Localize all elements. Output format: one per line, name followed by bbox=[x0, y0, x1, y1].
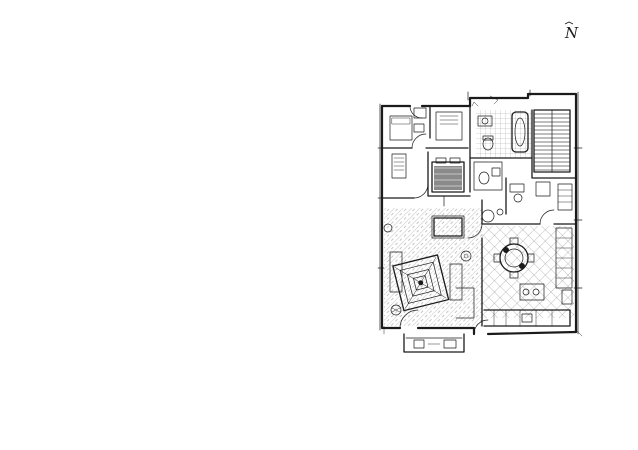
north-arrow-icon bbox=[564, 21, 574, 25]
floor-plan-sketch bbox=[377, 89, 583, 353]
floor-herringbone-living bbox=[384, 208, 482, 326]
dining-set bbox=[493, 237, 535, 279]
kitchen-counters bbox=[483, 227, 573, 327]
wc-center bbox=[473, 161, 504, 223]
entry-fixtures bbox=[391, 107, 427, 179]
bedroom-furniture bbox=[389, 111, 463, 141]
floor-tile-bath bbox=[476, 110, 532, 158]
interior-walls bbox=[381, 105, 577, 327]
living-furniture bbox=[383, 215, 475, 319]
sketch-overdraw bbox=[377, 89, 583, 337]
bath-fixtures bbox=[477, 111, 529, 153]
north-label: N bbox=[565, 24, 579, 42]
staircase bbox=[533, 109, 571, 173]
floor-diagonal-kitchen bbox=[482, 226, 574, 318]
bed-dark bbox=[431, 157, 465, 193]
porch bbox=[403, 333, 465, 353]
landing-details bbox=[509, 181, 573, 211]
door-swings bbox=[399, 105, 555, 335]
